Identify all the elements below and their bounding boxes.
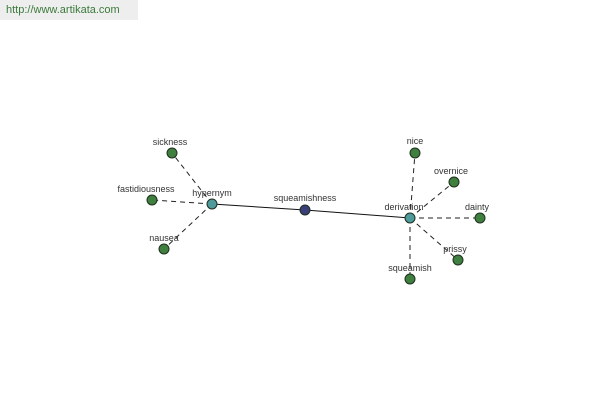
label-fastidiousness: fastidiousness	[117, 184, 175, 194]
node-squeamishness[interactable]	[299, 204, 311, 216]
label-nice: nice	[407, 136, 424, 146]
node-nice[interactable]	[409, 147, 421, 159]
label-sickness: sickness	[153, 137, 188, 147]
edge-hypernym-center	[211, 203, 306, 211]
edge-derivation-nice	[409, 152, 416, 219]
node-hypernym[interactable]	[206, 198, 218, 210]
label-derivation: derivation	[384, 202, 423, 212]
label-prissy: prissy	[443, 244, 467, 254]
node-derivation[interactable]	[404, 212, 416, 224]
node-dainty[interactable]	[474, 212, 486, 224]
label-squeamishness: squeamishness	[274, 193, 337, 203]
label-dainty: dainty	[465, 202, 490, 212]
watermark-url: http://www.artikata.com	[0, 0, 138, 20]
node-overnice[interactable]	[448, 176, 460, 188]
label-nausea: nausea	[149, 233, 179, 243]
label-overnice: overnice	[434, 166, 468, 176]
edge-hypernym-sickness	[171, 152, 213, 205]
edge-hypernym-nausea	[163, 203, 213, 250]
node-nausea[interactable]	[158, 243, 170, 255]
label-hypernym: hypernym	[192, 188, 232, 198]
edge-derivation-prissy	[409, 217, 459, 261]
node-fastidiousness[interactable]	[146, 194, 158, 206]
edge-center-derivation	[304, 209, 411, 219]
edge-hypernym-fastidiousness	[151, 199, 213, 205]
node-prissy[interactable]	[452, 254, 464, 266]
label-squeamish: squeamish	[388, 263, 432, 273]
node-sickness[interactable]	[166, 147, 178, 159]
node-squeamish[interactable]	[404, 273, 416, 285]
edge-derivation-overnice	[409, 181, 455, 219]
